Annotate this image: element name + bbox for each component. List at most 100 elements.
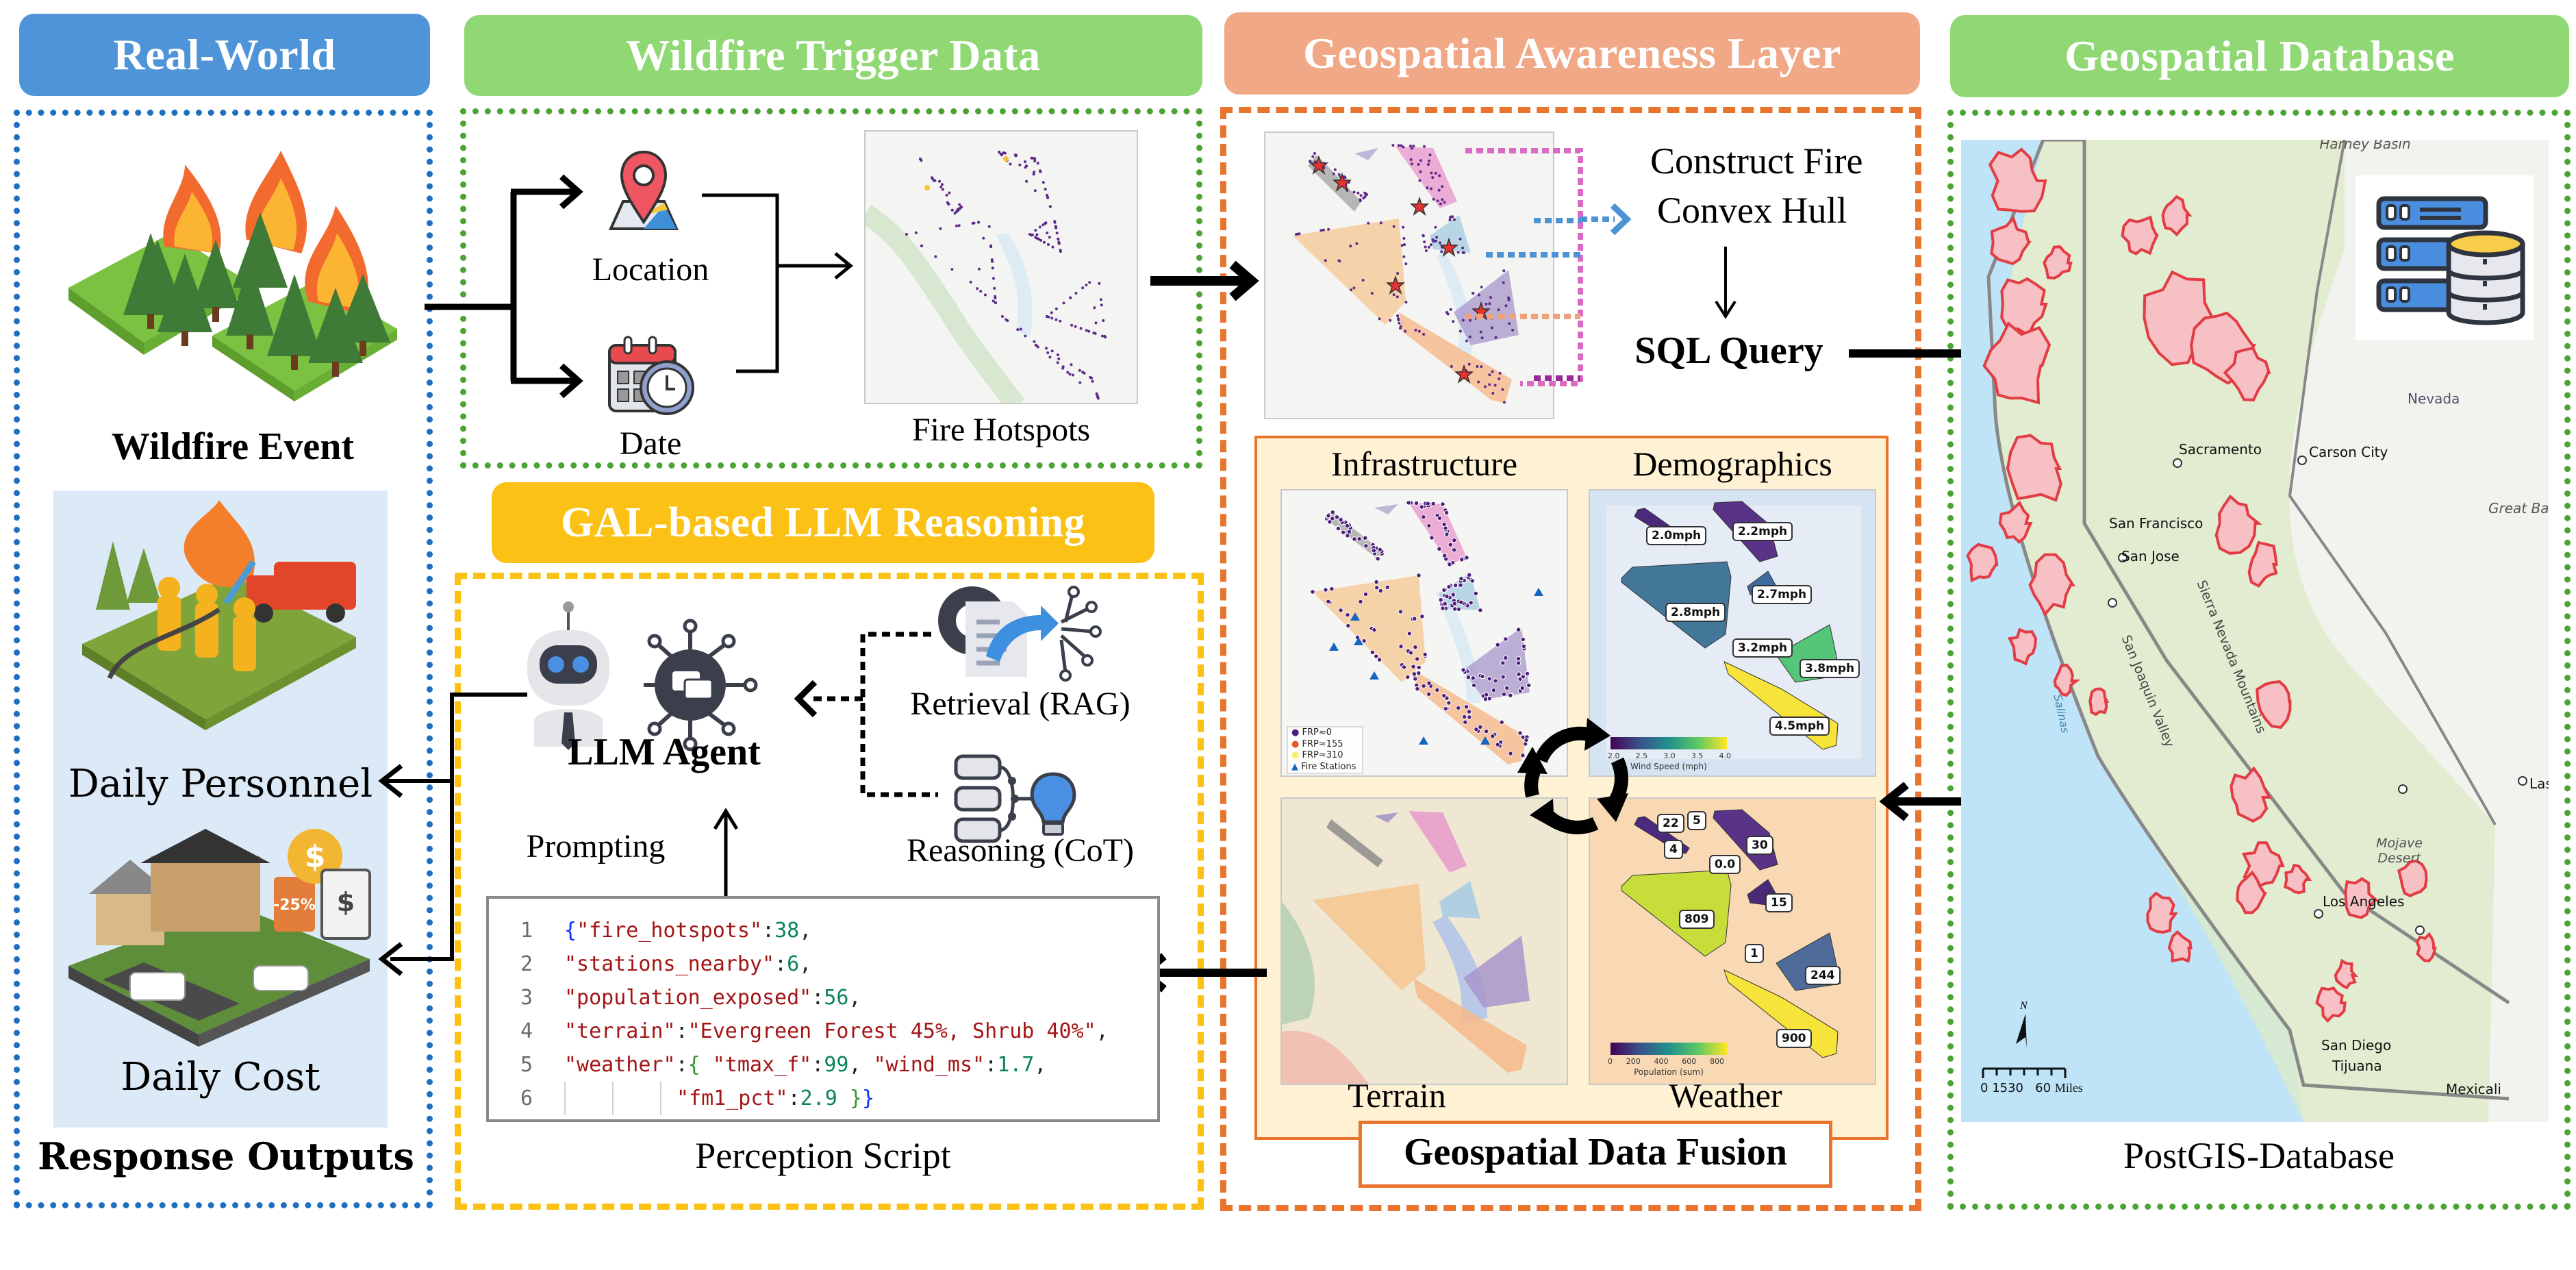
map-label-los-angeles: Los Angeles bbox=[2323, 893, 2405, 910]
hotspot-point bbox=[1480, 365, 1483, 369]
hotspot-point bbox=[1323, 587, 1328, 593]
hotspot-point bbox=[1442, 601, 1448, 607]
hotspot-point bbox=[1035, 344, 1038, 347]
scale-bar bbox=[1982, 1067, 2067, 1078]
location-label: Location bbox=[592, 251, 709, 288]
hotspot-point bbox=[1504, 685, 1510, 691]
hotspot-point bbox=[1403, 243, 1406, 246]
hotspot-point bbox=[1412, 145, 1415, 148]
hotspot-point bbox=[1322, 228, 1325, 232]
hotspot-point bbox=[1374, 579, 1379, 585]
hotspot-point bbox=[1378, 317, 1381, 321]
hotspot-point bbox=[1444, 532, 1450, 537]
hotspot-point bbox=[1062, 301, 1065, 305]
pop-label-30: 30 bbox=[1746, 836, 1773, 855]
wildfire-event-label: Wildfire Event bbox=[111, 425, 355, 468]
hotspot-point bbox=[1327, 519, 1333, 525]
hotspot-point bbox=[1030, 156, 1033, 160]
hotspot-point bbox=[1422, 651, 1428, 658]
hotspot-point bbox=[1402, 225, 1405, 229]
hotspot-point bbox=[1314, 160, 1317, 164]
hotspot-point bbox=[1056, 361, 1059, 364]
hotspot-point bbox=[1515, 627, 1521, 632]
hotspot-point bbox=[1371, 548, 1377, 553]
location-pin-icon bbox=[608, 150, 679, 230]
hotspot-point bbox=[1410, 162, 1413, 166]
wind-colorbar bbox=[1611, 737, 1727, 749]
hotspot-point bbox=[1502, 401, 1506, 404]
hotspot-point bbox=[1491, 326, 1494, 329]
hotspot-point bbox=[1404, 329, 1407, 333]
hotspot-point bbox=[1449, 215, 1452, 219]
llm-agent-label: LLM Agent bbox=[568, 731, 761, 773]
hotspot-point bbox=[1444, 593, 1450, 599]
hotspot-point bbox=[957, 224, 961, 227]
hotspot-point bbox=[1483, 729, 1489, 734]
hotspot-point bbox=[994, 301, 997, 304]
fire-perimeter bbox=[2415, 932, 2437, 962]
wind-label-3-8: 3.8mph bbox=[1800, 659, 1860, 678]
hotspot-point bbox=[1400, 244, 1404, 247]
header-gal-llm-reasoning: GAL-based LLM Reasoning bbox=[492, 482, 1154, 563]
hotspot-point bbox=[1425, 249, 1428, 252]
hotspot-point bbox=[1101, 334, 1104, 338]
hotspot-point bbox=[1450, 592, 1456, 597]
hotspot-point bbox=[1310, 589, 1315, 595]
hotspot-point bbox=[1032, 173, 1035, 176]
hotspot-point bbox=[1024, 160, 1026, 164]
hotspot-point bbox=[1085, 284, 1088, 287]
hotspot-point bbox=[1048, 356, 1052, 359]
fire-perimeter bbox=[2121, 215, 2160, 256]
hotspot-point bbox=[1038, 225, 1041, 229]
hull-leader-lines bbox=[1465, 148, 1632, 386]
hotspot-point bbox=[1329, 586, 1335, 592]
hotspot-point bbox=[1488, 383, 1491, 386]
hotspot-point bbox=[1389, 319, 1392, 322]
hotspot-point bbox=[1443, 201, 1446, 204]
hotspot-point bbox=[993, 286, 996, 290]
sql-query-label: SQL Query bbox=[1634, 329, 1823, 372]
hotspot-point bbox=[940, 183, 944, 186]
hotspot-point bbox=[1421, 683, 1426, 689]
hotspot-point bbox=[1452, 606, 1458, 612]
hotspot-point bbox=[1419, 170, 1422, 173]
wind-label-2-7: 2.7mph bbox=[1752, 585, 1813, 604]
hotspot-point bbox=[1330, 510, 1336, 515]
hotspot-point bbox=[1502, 269, 1506, 273]
code-line-4: 4"terrain": "Evergreen Forest 45%, Shrub… bbox=[520, 1019, 1109, 1043]
hotspot-point bbox=[1088, 281, 1091, 284]
hotspot-point bbox=[1468, 600, 1474, 606]
hotspot-point bbox=[1477, 293, 1480, 297]
construct-hull-label-1: Construct Fire bbox=[1650, 140, 1863, 182]
hotspot-point bbox=[938, 179, 942, 183]
hotspot-point bbox=[1490, 734, 1495, 739]
hotspot-point bbox=[1094, 321, 1098, 325]
hotspot-point bbox=[1057, 240, 1061, 244]
hotspot-point bbox=[1432, 197, 1435, 201]
arrow-hull-to-sql bbox=[1715, 247, 1737, 319]
hotspot-point bbox=[1069, 296, 1072, 299]
north-label: N bbox=[2020, 1000, 2028, 1012]
hotspot-point bbox=[1473, 590, 1478, 597]
hotspot-point bbox=[1041, 223, 1045, 227]
hotspot-point bbox=[1385, 584, 1391, 590]
fire-perimeter bbox=[2088, 687, 2110, 717]
hotspot-point bbox=[1100, 303, 1103, 307]
rag-cot-to-agent-connector bbox=[794, 632, 938, 797]
hotspot-point bbox=[1446, 584, 1452, 590]
hotspot-point bbox=[1338, 517, 1343, 523]
hotspot-point bbox=[972, 221, 976, 225]
hotspot-point bbox=[1410, 147, 1413, 150]
hotspot-point bbox=[1498, 371, 1502, 375]
hotspot-point bbox=[1423, 240, 1426, 244]
hotspot-point bbox=[992, 277, 995, 280]
hotspot-point bbox=[1327, 227, 1330, 231]
hotspot-point bbox=[1033, 340, 1036, 343]
hotspot-point bbox=[1526, 682, 1532, 688]
hotspot-point bbox=[1057, 357, 1061, 360]
hotspot-point bbox=[1434, 171, 1437, 175]
hotspot-point bbox=[1408, 650, 1414, 656]
hotspot-point bbox=[1335, 525, 1341, 532]
fire-perimeter bbox=[1998, 500, 2033, 545]
